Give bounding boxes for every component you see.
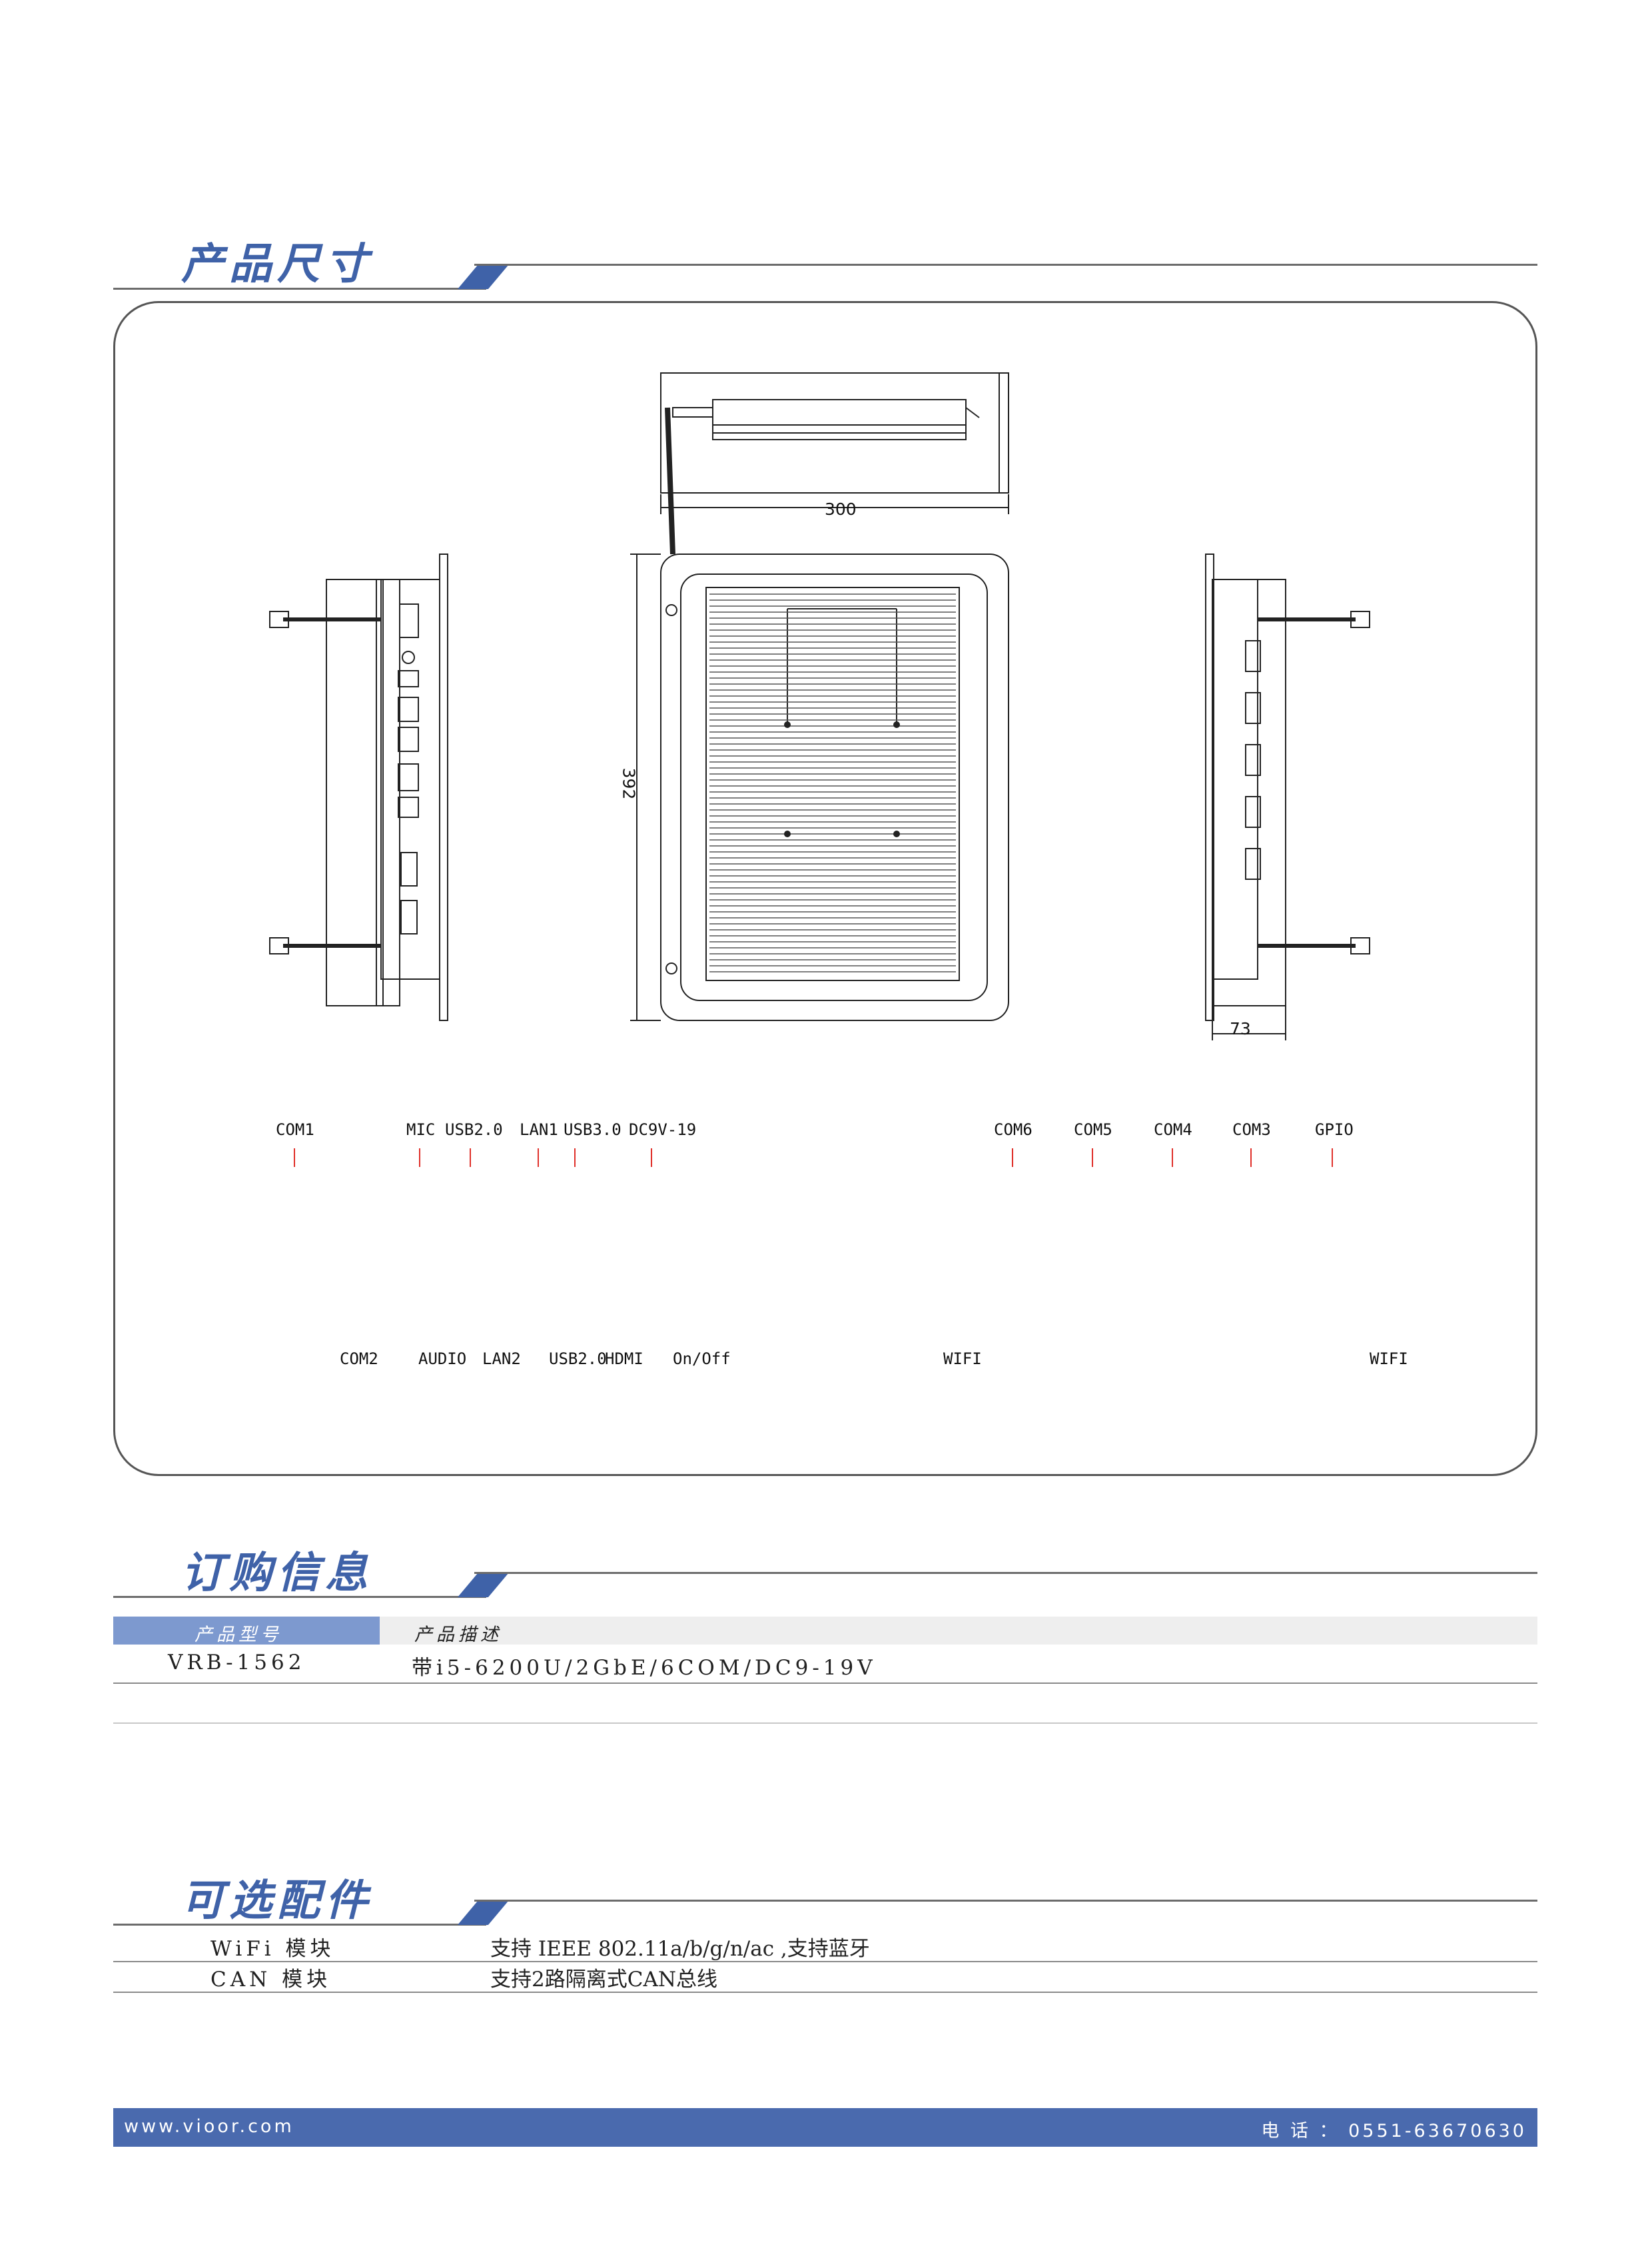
dimension-drawing-panel — [113, 301, 1537, 1476]
section-rule-options — [113, 1924, 486, 1926]
ordering-description: 带i5-6200U/2GbE/6COM/DC9-19V — [412, 1656, 877, 1680]
io-label-com6: COM6 — [994, 1120, 1032, 1139]
io-label-hdmi: HDMI — [605, 1349, 643, 1368]
io-label-gpio: GPIO — [1315, 1120, 1354, 1139]
io-label-wifi-left: WIFI — [943, 1349, 982, 1368]
section-tab-ordering — [457, 1573, 509, 1597]
io-label-usb30: USB3.0 — [564, 1120, 621, 1139]
io-label-audio: AUDIO — [418, 1349, 467, 1368]
io-label-dc: DC9V-19 — [629, 1120, 697, 1139]
io-label-com2: COM2 — [340, 1349, 378, 1368]
section-tab-dimensions — [457, 265, 509, 289]
option-name: CAN 模块 — [210, 1968, 332, 1992]
io-label-com1: COM1 — [276, 1120, 314, 1139]
table-row-divider — [113, 1682, 1537, 1684]
right-view-outline — [1212, 579, 1286, 1006]
dimension-width: 300 — [825, 500, 857, 519]
section-title-options: 可选配件 — [181, 1876, 373, 1926]
table-header-description: 产品描述 — [414, 1625, 502, 1645]
heatsink-fins — [709, 593, 956, 972]
front-view-outline — [660, 554, 1009, 1021]
section-title-dimensions: 产品尺寸 — [181, 239, 373, 289]
table-header-model: 产品型号 — [195, 1625, 282, 1645]
io-label-com4: COM4 — [1154, 1120, 1192, 1139]
io-label-usb20-bottom: USB2.0 — [549, 1349, 607, 1368]
section-rule-ordering-right — [474, 1572, 1537, 1574]
option-name: WiFi 模块 — [210, 1937, 335, 1961]
section-rule-dimensions — [113, 288, 486, 290]
footer-phone: 电 话 ： 0551-63670630 — [1261, 2121, 1527, 2141]
io-label-wifi-right: WIFI — [1370, 1349, 1408, 1368]
table-row-divider — [113, 1992, 1537, 1993]
table-row-divider — [113, 1961, 1537, 1962]
io-label-com5: COM5 — [1074, 1120, 1112, 1139]
io-label-com3: COM3 — [1232, 1120, 1271, 1139]
table-row-divider — [113, 1722, 1537, 1724]
io-label-lan1: LAN1 — [520, 1120, 558, 1139]
footer-website[interactable]: www.vioor.com — [124, 2116, 294, 2137]
dimension-depth: 73 — [1230, 1019, 1251, 1038]
section-rule-dimensions-right — [474, 264, 1537, 266]
technical-drawing — [269, 372, 1370, 1167]
dimension-height: 392 — [619, 767, 639, 800]
section-title-ordering: 订购信息 — [181, 1548, 373, 1598]
io-label-usb20-top: USB2.0 — [445, 1120, 503, 1139]
option-description: 支持 IEEE 802.11a/b/g/n/ac ,支持蓝牙 — [490, 1937, 870, 1961]
io-label-onoff: On/Off — [673, 1349, 731, 1368]
section-tab-options — [457, 1901, 509, 1925]
footer-bar: www.vioor.com 电 话 ： 0551-63670630 — [113, 2108, 1537, 2147]
top-view-outline — [660, 372, 1009, 494]
table-header-model-cell — [113, 1617, 380, 1645]
io-label-lan2: LAN2 — [482, 1349, 521, 1368]
left-view-outline — [326, 579, 400, 1006]
ordering-model: VRB-1562 — [168, 1651, 306, 1675]
io-label-mic: MIC — [406, 1120, 436, 1139]
option-description: 支持2路隔离式CAN总线 — [490, 1968, 717, 1992]
section-rule-options-right — [474, 1900, 1537, 1902]
section-rule-ordering — [113, 1596, 486, 1598]
